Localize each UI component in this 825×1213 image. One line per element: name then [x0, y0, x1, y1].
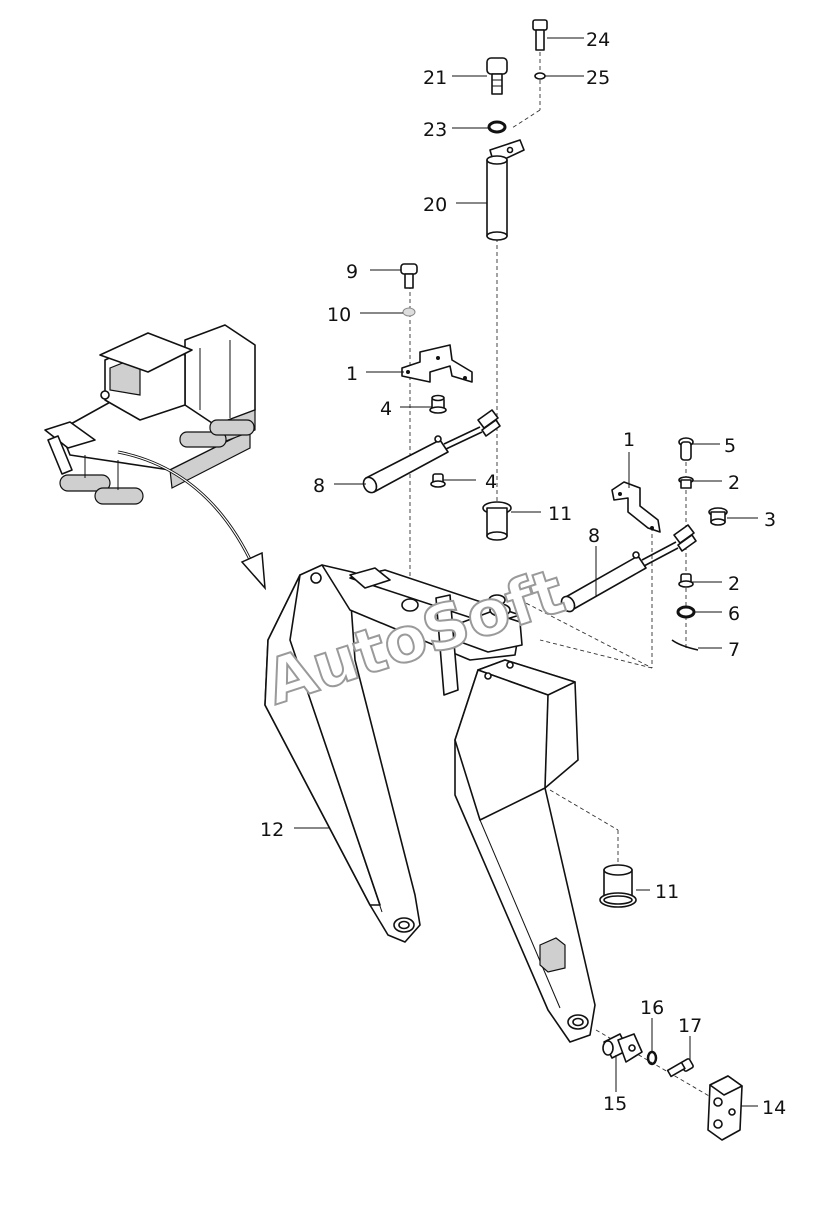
bracket-1-right: [611, 481, 661, 533]
bracket-1-left: [401, 344, 473, 383]
bushing-11-lower: [599, 864, 637, 908]
callout-16: 16: [640, 997, 664, 1019]
callout-11-lower: 11: [655, 881, 679, 903]
washer-25: [534, 72, 546, 80]
pin-5: [678, 437, 694, 461]
washer-10: [402, 307, 416, 317]
callout-7: 7: [728, 639, 740, 661]
bolt-21: [486, 57, 508, 95]
callout-24: 24: [586, 29, 610, 51]
pin-20: [486, 139, 525, 241]
callout-8-right: 8: [588, 525, 600, 547]
block-14: [707, 1075, 743, 1141]
callout-23: 23: [423, 119, 447, 141]
curved-indicator-arrow: [117, 450, 266, 591]
callout-leaders: [294, 37, 758, 1107]
ripper-frame-12: [264, 564, 596, 1043]
bolt-17: [666, 1058, 694, 1078]
bolt-9: [400, 263, 418, 289]
bushing-3: [708, 507, 728, 526]
bolt-24: [532, 19, 548, 51]
callout-21: 21: [423, 67, 447, 89]
washer-23: [487, 120, 507, 134]
callout-4-lower: 4: [485, 471, 497, 493]
callout-25: 25: [586, 67, 610, 89]
callout-9: 9: [346, 261, 358, 283]
callout-15: 15: [603, 1093, 627, 1115]
gas-strut-8-right: [560, 524, 697, 613]
assembly-dashed-lines: [409, 52, 717, 1101]
callout-12: 12: [260, 819, 284, 841]
callout-5: 5: [724, 435, 736, 457]
split-pin-7: [671, 639, 699, 651]
bushing-4-lower: [430, 473, 446, 488]
gas-strut-8-left: [362, 409, 501, 494]
callout-labels: 24 21 25 23 20 9 10 1 4 1 5 8 4 2 11 3 8…: [260, 29, 786, 1119]
washer-6: [676, 605, 696, 619]
callout-20: 20: [423, 194, 447, 216]
callout-17: 17: [678, 1015, 702, 1037]
bushing-4-upper: [429, 394, 447, 414]
callout-10: 10: [327, 304, 351, 326]
callout-14: 14: [762, 1097, 786, 1119]
callout-6: 6: [728, 603, 740, 625]
callout-3: 3: [764, 509, 776, 531]
callout-4-upper: 4: [380, 398, 392, 420]
bushing-2-lower: [678, 573, 694, 588]
callout-11-upper: 11: [548, 503, 572, 525]
bushing-11-upper: [482, 501, 512, 541]
callout-2-upper: 2: [728, 472, 740, 494]
callout-2-lower: 2: [728, 573, 740, 595]
bushing-2-upper: [678, 476, 694, 489]
cold-milling-machine-illustration: [44, 324, 256, 505]
callout-1-right: 1: [623, 429, 635, 451]
callout-8-left: 8: [313, 475, 325, 497]
callout-1-left: 1: [346, 363, 358, 385]
pin-15: [602, 1033, 643, 1063]
